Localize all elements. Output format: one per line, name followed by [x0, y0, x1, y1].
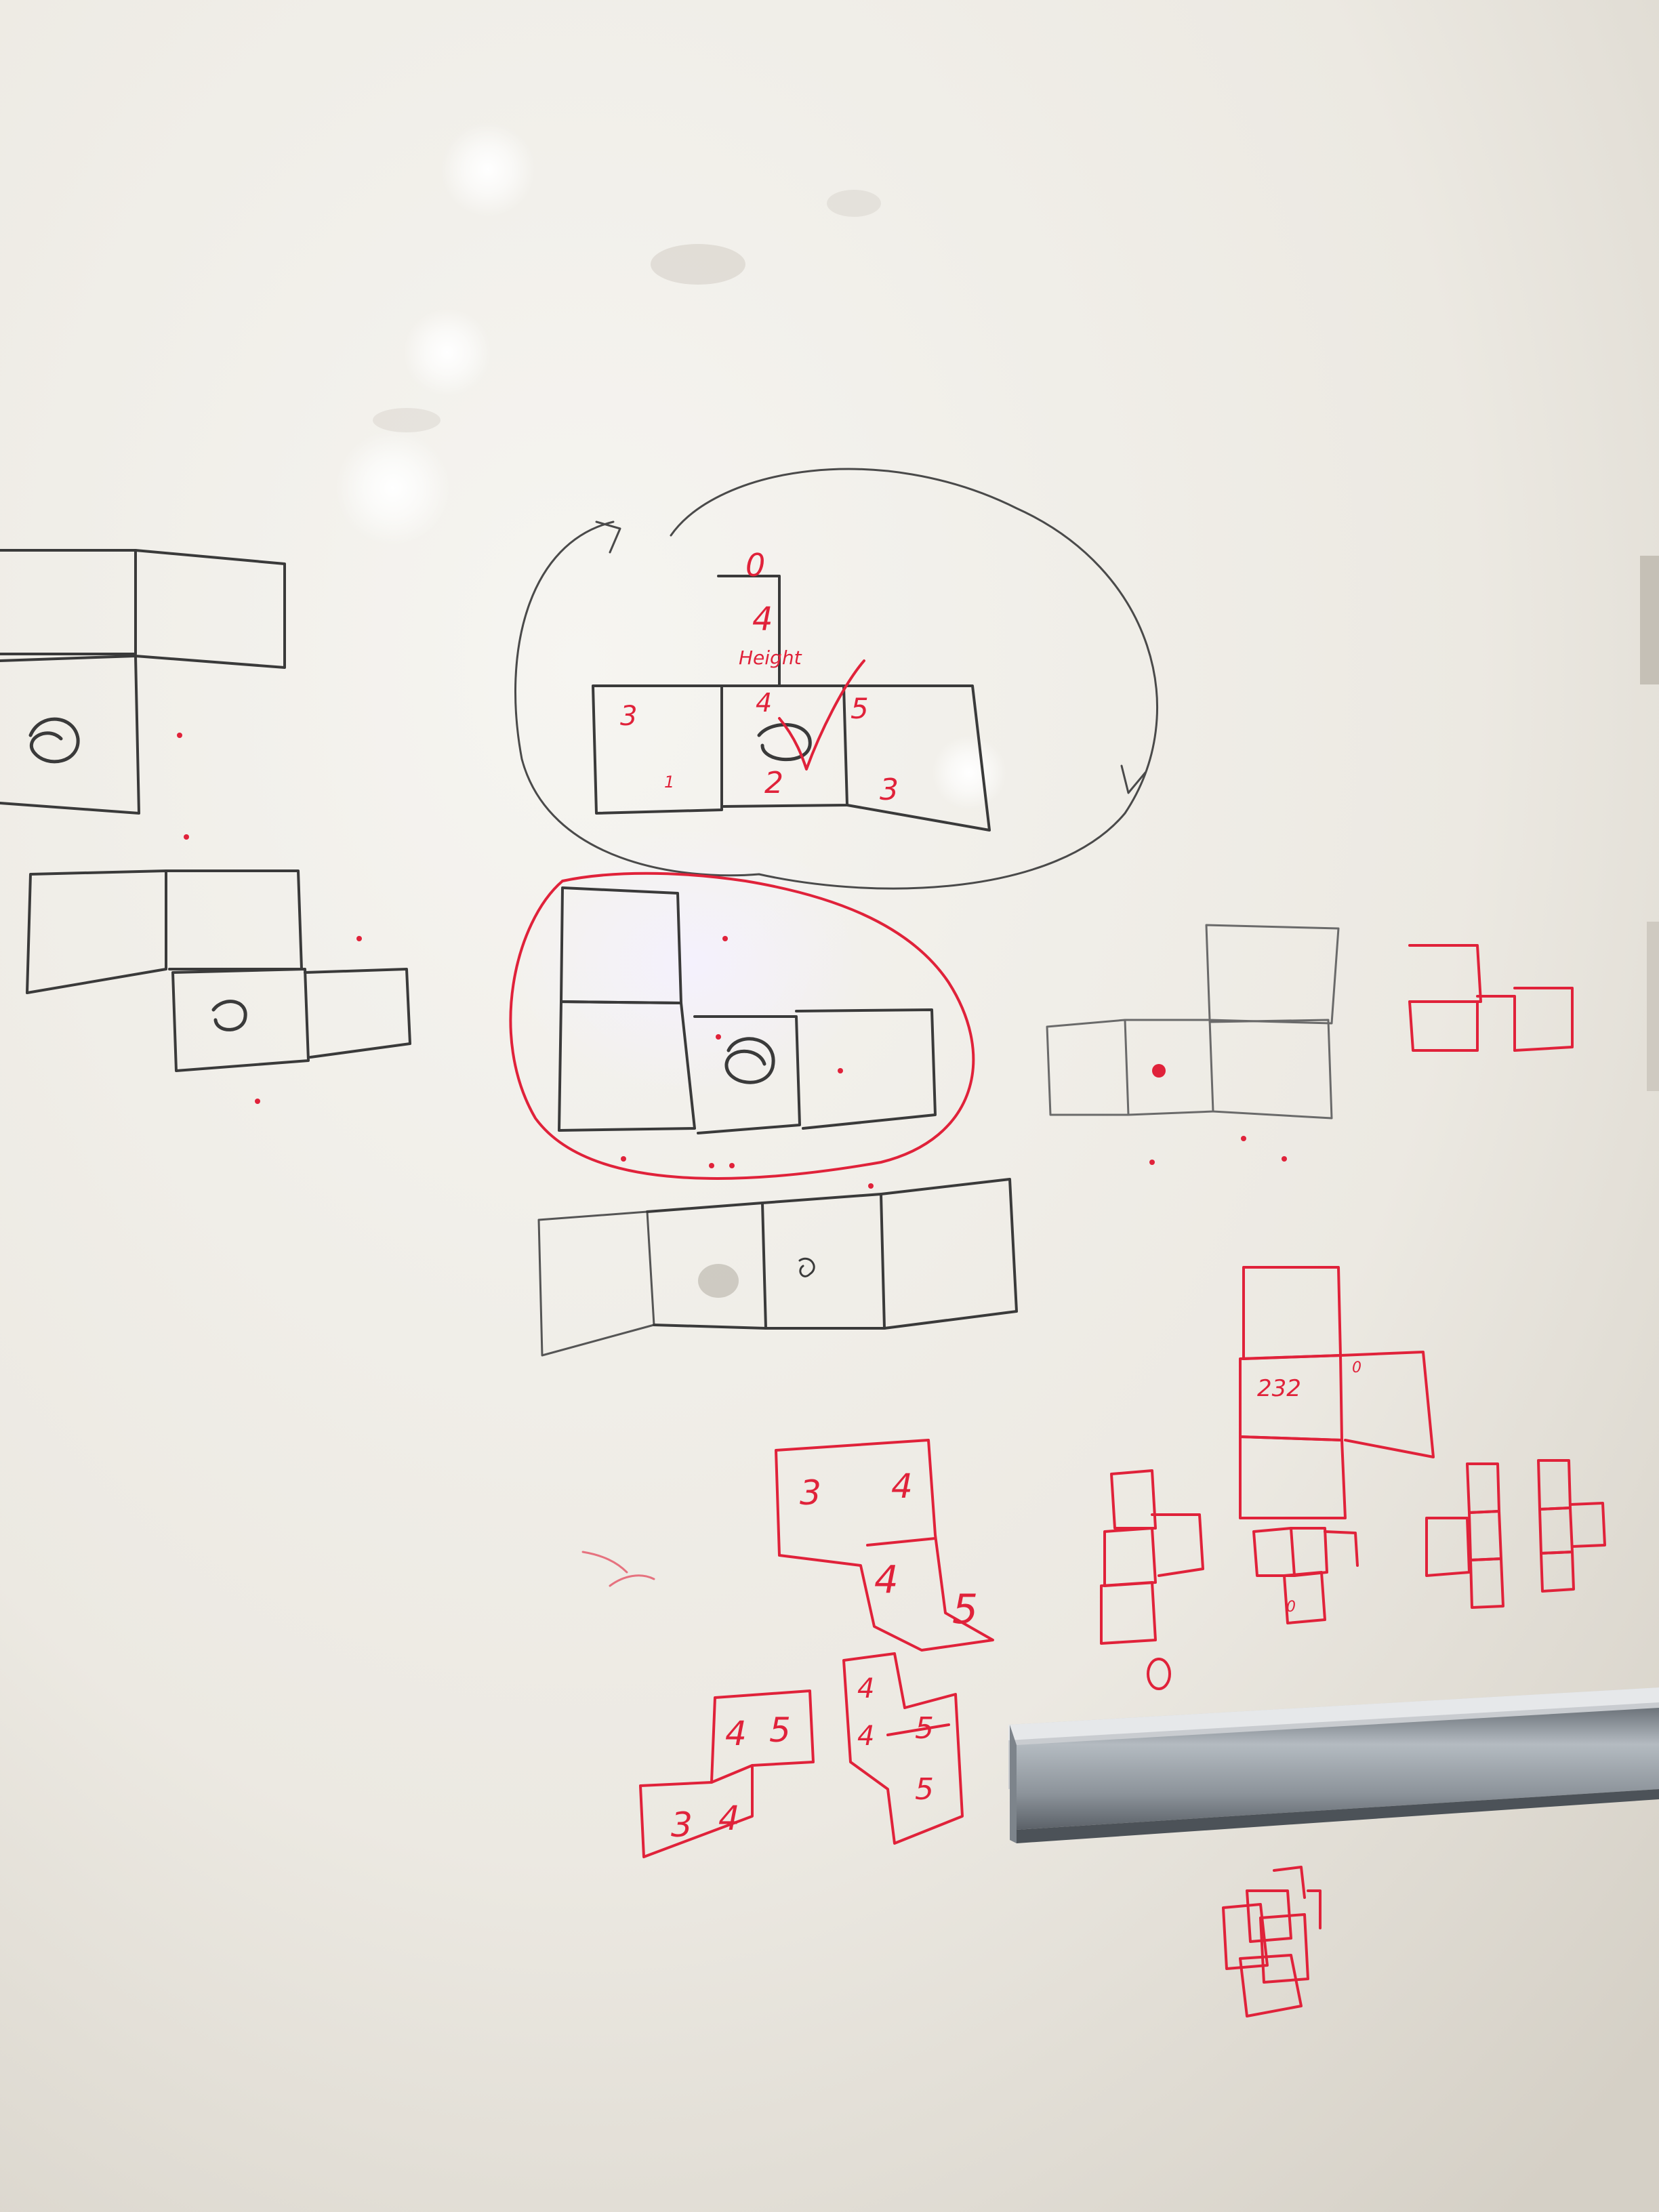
glare-spot: [932, 735, 1006, 810]
glare-spot: [335, 430, 451, 546]
label-shape-a-4: 4: [891, 1467, 913, 1506]
label-shape-c-5: 5: [915, 1711, 934, 1746]
checkmark: [778, 659, 865, 771]
label-shape-c-5b: 5: [915, 1772, 934, 1807]
label-top-3: 3: [620, 701, 637, 732]
marker-tray: [1008, 1687, 1659, 1843]
label-top-3b: 3: [880, 773, 899, 807]
scribble-circle: [211, 1000, 247, 1031]
label-top-5: 5: [851, 692, 869, 725]
label-shape-c-4: 4: [857, 1673, 874, 1704]
board-frame-edge: [1640, 556, 1659, 684]
label-top-0: 0: [745, 547, 765, 583]
smudge: [373, 408, 441, 432]
smudge: [827, 190, 881, 217]
label-shape-c-4b: 4: [857, 1721, 874, 1752]
label-top-4a: 4: [752, 600, 773, 638]
glare-spot: [403, 308, 491, 396]
label-tall-0: 0: [1352, 1359, 1361, 1376]
handwritten-labels: 0 4 Height 3 4 5 1 2 3 3 4 4 5 4 5 3 4 4…: [620, 547, 1361, 1845]
label-top-4b: 4: [756, 688, 772, 718]
smudge: [651, 244, 745, 285]
loop-arrow: [514, 468, 1159, 890]
scribble-circle: [757, 722, 812, 762]
label-top-1: 1: [664, 773, 674, 792]
black-sketches: [0, 468, 1340, 1357]
label-shape-a-4b: 4: [874, 1558, 899, 1602]
red-oval: [509, 872, 975, 1180]
label-shape-b-5: 5: [769, 1711, 791, 1750]
board-frame-edge: [1647, 922, 1659, 1091]
label-shape-a-3: 3: [800, 1473, 821, 1513]
label-shape-b-3: 3: [671, 1805, 693, 1845]
marker-dots: [177, 733, 1287, 1189]
label-shape-a-5: 5: [952, 1586, 978, 1633]
label-shape-b-4b: 4: [718, 1799, 740, 1838]
zero-mark: [1147, 1658, 1171, 1690]
scribble-circle: [798, 1258, 815, 1277]
scribble-circle: [28, 717, 80, 764]
label-height: Height: [739, 647, 802, 669]
red-sketches: [509, 659, 1606, 2018]
scribble-circle: [724, 1037, 775, 1084]
label-top-2: 2: [764, 766, 783, 800]
glare-spot: [441, 122, 535, 217]
light-glow: [515, 827, 867, 1098]
label-tall-232: 232: [1257, 1375, 1301, 1402]
smudge: [698, 1264, 739, 1298]
label-small-0: 0: [1286, 1599, 1296, 1616]
label-shape-b-4: 4: [725, 1714, 747, 1753]
scribble: [581, 1551, 655, 1587]
